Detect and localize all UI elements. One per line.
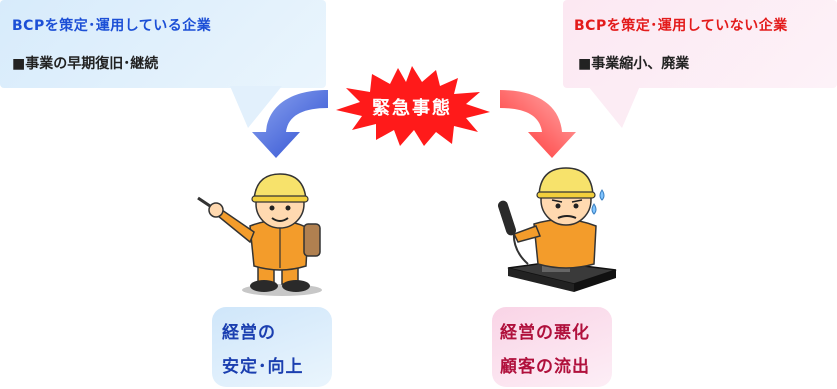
result-right <box>492 307 612 387</box>
callout-right-title: BCPを策定･運用していない企業 <box>574 18 788 34</box>
result-left-line1: 経営の <box>222 323 276 343</box>
callout-left <box>0 0 326 88</box>
left-curved-arrow-icon <box>252 90 328 158</box>
emergency-label: 緊急事態 <box>372 98 452 119</box>
callout-right-tail <box>588 86 640 128</box>
callout-left-title: BCPを策定･運用している企業 <box>12 18 212 34</box>
result-left <box>212 307 332 387</box>
right-curved-arrow-icon <box>500 90 576 158</box>
callout-right-item: ■事業縮小、廃業 <box>578 56 690 72</box>
result-right-line2: 顧客の流出 <box>500 357 590 377</box>
callout-right <box>563 0 837 88</box>
result-left-line2: 安定･向上 <box>222 357 304 377</box>
emergency-burst-icon <box>336 66 490 146</box>
worker-pointing-illustration <box>197 173 322 296</box>
callout-left-item: ■事業の早期復旧･継続 <box>12 56 159 72</box>
worker-phone-illustration <box>497 167 617 292</box>
result-right-line1: 経営の悪化 <box>500 323 590 343</box>
